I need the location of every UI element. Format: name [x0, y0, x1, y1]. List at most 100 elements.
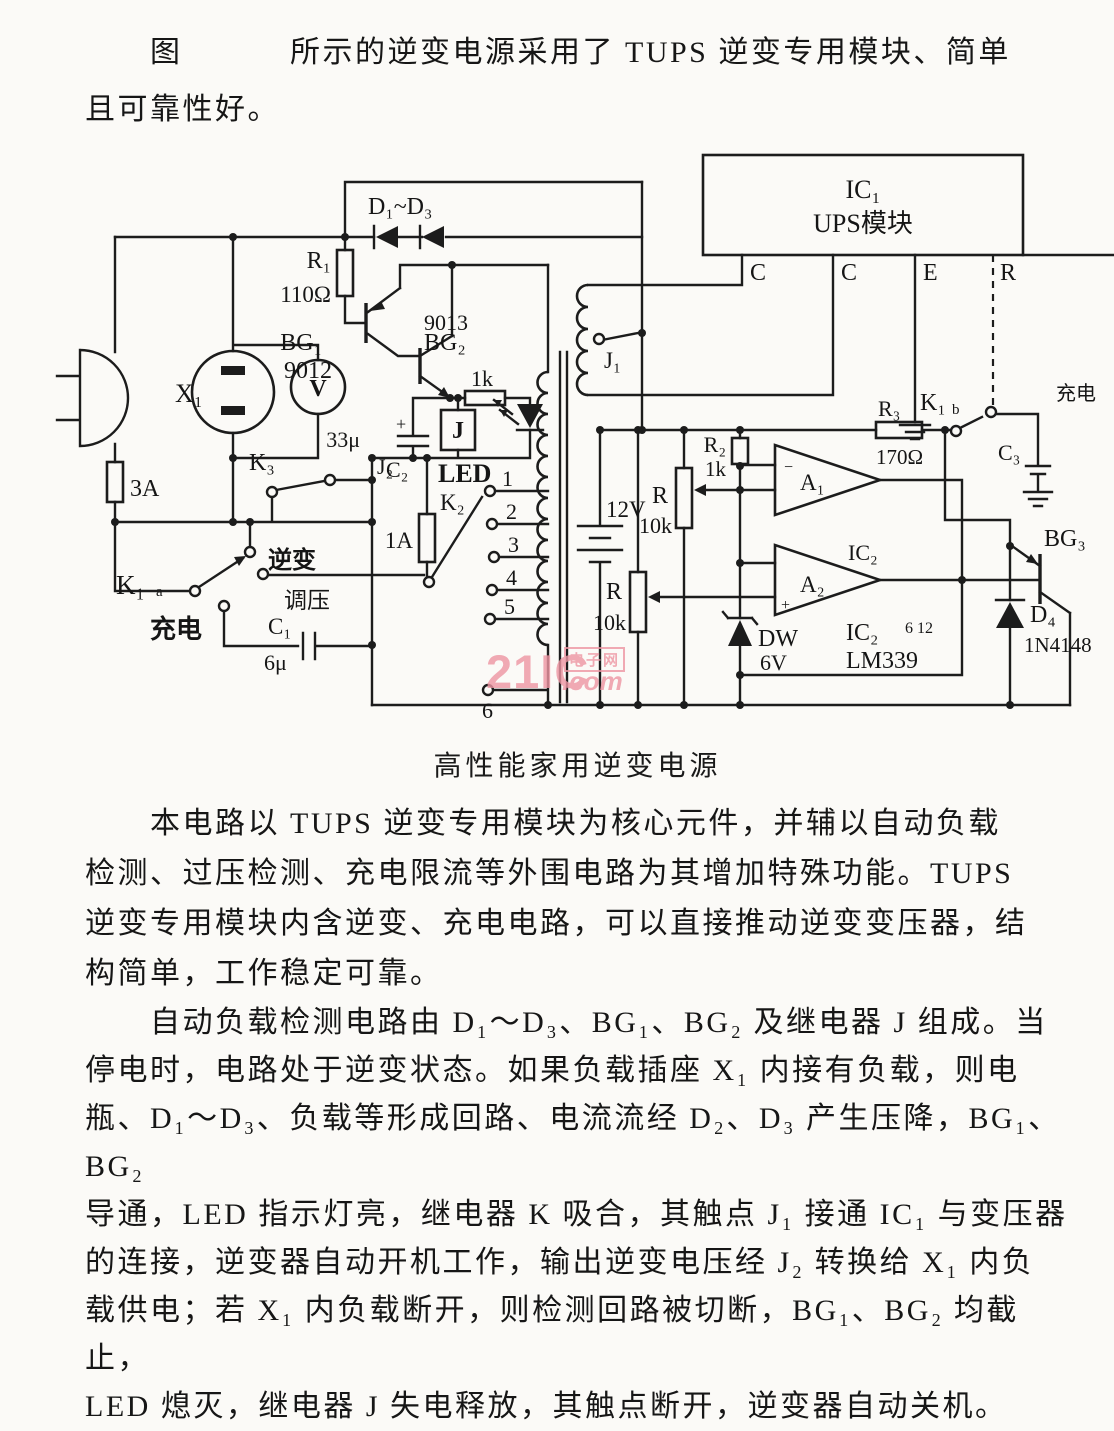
label-r2: R₂	[704, 432, 726, 457]
body-paragraph-1: 本电路以 TUPS 逆变专用模块为核心元件，并辅以自动负载 检测、过压检测、充电…	[85, 807, 1028, 990]
label-r1-value: 110Ω	[280, 282, 331, 307]
circuit-schematic: D₁~D₃ R₁ 110Ω BG₁ 9012 9013 BG₂ X₁ V 33μ…	[55, 153, 1114, 723]
label-tap6: 6	[482, 698, 493, 723]
transformer-primary-winding	[536, 370, 549, 647]
label-d4: D₄	[1030, 602, 1056, 628]
socket-slot-top	[221, 366, 245, 375]
label-bg1: BG₁	[280, 330, 322, 356]
led-diode	[492, 398, 545, 432]
label-tap2: 2	[506, 499, 517, 524]
label-tap5: 5	[504, 594, 515, 619]
label-1k: 1k	[471, 366, 493, 391]
label-c1-value: 6μ	[264, 650, 287, 675]
switch-contacts	[188, 332, 998, 697]
label-ic2: IC₂	[848, 540, 878, 565]
transformer-secondary-winding-j1	[575, 283, 589, 397]
label-voltmeter: V	[309, 376, 327, 402]
label-c3: C₃	[998, 440, 1020, 465]
resistor-r2	[730, 436, 750, 466]
potentiometer-r6	[628, 570, 648, 634]
label-ic2-pins: 6 12	[905, 620, 933, 637]
label-1a: 1A	[385, 528, 414, 553]
label-c2-value: 33μ	[326, 427, 360, 452]
label-bg3: BG₃	[1044, 526, 1086, 552]
socket-x1	[190, 349, 276, 435]
fuse-1a	[417, 512, 437, 564]
fuse-3a	[105, 460, 125, 504]
label-a2-plus: +	[781, 597, 790, 614]
label-dw-value: 6V	[760, 650, 787, 675]
label-d1-d3: D₁~D₃	[368, 194, 432, 220]
socket-slot-bottom	[221, 406, 245, 415]
label-k1a: K₁	[116, 570, 145, 600]
transistor-arrows	[370, 301, 1038, 564]
label-pin-c2: C	[841, 260, 857, 286]
watermark-21ic: 21IC 电子网 .com	[486, 642, 716, 702]
ic1-ups-module-box	[701, 153, 1025, 257]
figure-caption: 高性能家用逆变电源	[433, 751, 722, 782]
switch-blades	[197, 331, 984, 589]
label-bg1-type: 9012	[284, 358, 332, 384]
schematic-wires	[55, 180, 1114, 707]
label-pin-r: R	[1000, 260, 1016, 286]
label-ic1-type: UPS模块	[813, 209, 913, 238]
label-r3-value: 170Ω	[876, 445, 923, 469]
label-r3: R₃	[878, 396, 900, 421]
label-r5-value: 10k	[639, 513, 672, 538]
label-battery: 12V	[606, 497, 646, 522]
voltmeter	[289, 358, 347, 416]
watermark-badge: 电子网	[564, 647, 626, 672]
diode-d4	[994, 598, 1026, 628]
label-k3: K₃	[249, 450, 275, 476]
label-invert: 逆变	[268, 546, 316, 574]
label-k1b-sub: b	[952, 402, 960, 418]
label-a1-minus: −	[784, 459, 793, 476]
resistor-1k	[463, 389, 507, 407]
label-pin-c1: C	[750, 260, 766, 286]
label-c2-polarity: +	[396, 414, 406, 434]
intro-paragraph: 图 所示的逆变电源采用了 TUPS 逆变专用模块、简单 且可靠性好。	[85, 36, 1011, 126]
label-ic2b: IC₂	[846, 620, 878, 646]
label-3a: 3A	[130, 476, 160, 502]
label-led: LED	[438, 459, 491, 488]
label-relay-j: J	[452, 418, 464, 444]
label-r5: R	[652, 483, 668, 509]
label-x1: X₁	[175, 379, 203, 408]
label-k1b-mode: 充电	[1056, 382, 1096, 405]
resistor-r3	[874, 420, 924, 440]
label-ic1: IC₁	[845, 175, 880, 204]
label-a2: A₂	[800, 572, 825, 597]
label-tap1: 1	[502, 466, 513, 491]
label-c1: C₁	[268, 614, 291, 639]
label-j1: J₁	[604, 348, 621, 373]
label-k1a-sub: a	[156, 584, 163, 600]
label-r1: R₁	[307, 248, 331, 274]
scanned-book-page: { "intro": " 图 所示的逆变电源采用了 TUPS 逆变专用模块、简单…	[55, 36, 1114, 1423]
wiper-arrows	[648, 484, 706, 603]
label-d4-type: 1N4148	[1024, 633, 1092, 657]
label-tap3: 3	[508, 532, 519, 557]
zener-dw	[721, 610, 759, 646]
resistor-r1	[335, 248, 355, 298]
label-a1: A₁	[800, 470, 825, 495]
label-k2: K₂	[440, 490, 465, 515]
comparator-a1	[773, 443, 885, 517]
label-dw: DW	[758, 626, 798, 652]
label-bg2: BG₂	[424, 330, 466, 356]
label-regulate: 调压	[284, 588, 330, 613]
label-c2: C₂	[386, 457, 408, 482]
label-bg2-type: 9013	[424, 310, 468, 335]
potentiometer-r5	[674, 466, 694, 530]
diodes-d1-d3	[372, 224, 444, 250]
body-paragraph-2: 自动负载检测电路由 D₁～D₃、BG₁、BG₂ 及继电器 J 组成。当 停电时，…	[85, 1006, 1068, 1423]
label-r6-value: 10k	[593, 610, 626, 635]
label-charge: 充电	[150, 614, 202, 644]
label-k1b: K₁	[920, 390, 946, 416]
watermark-suffix: .com	[562, 666, 623, 696]
label-r2-value: 1k	[705, 457, 727, 481]
label-j2: J₂	[377, 454, 393, 479]
label-r6: R	[606, 579, 622, 605]
relay-j-box	[439, 408, 477, 452]
label-tap4: 4	[506, 565, 517, 590]
label-ic2-type: LM339	[846, 648, 918, 674]
